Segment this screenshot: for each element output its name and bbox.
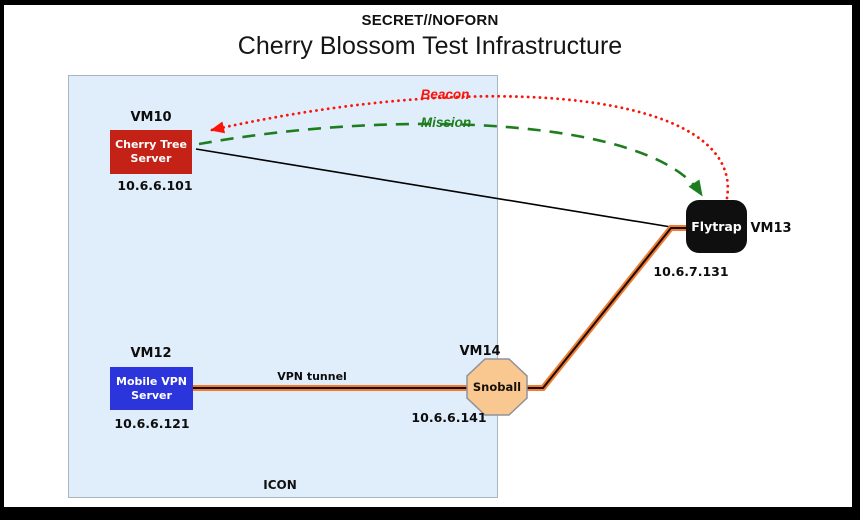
- mobile-vpn-ip-label: 10.6.6.121: [114, 416, 190, 431]
- octagon-shape-icon: [466, 358, 528, 416]
- cherry-tree-ip-label: 10.6.6.101: [117, 178, 193, 193]
- beacon-link-label: Beacon: [420, 87, 470, 102]
- snoball-vm-label: VM14: [459, 344, 501, 359]
- mobile-vpn-vm-label: VM12: [130, 346, 172, 361]
- snoball-ip-label: 10.6.6.141: [411, 410, 487, 425]
- mission-link-label: Mission: [420, 115, 472, 130]
- icon-zone-label: ICON: [263, 478, 297, 492]
- page-title: Cherry Blossom Test Infrastructure: [237, 32, 623, 60]
- direct-link-line: [195, 148, 672, 228]
- node-snoball: Snoball: [466, 358, 528, 416]
- node-cherry-tree-server: Cherry Tree Server: [110, 130, 192, 174]
- flytrap-ip-label: 10.6.7.131: [653, 264, 729, 279]
- classification-banner: SECRET//NOFORN: [361, 12, 499, 29]
- flytrap-name: Flytrap: [691, 218, 742, 234]
- cherry-tree-vm-label: VM10: [130, 110, 172, 125]
- snoball-octagon: [466, 358, 528, 416]
- node-flytrap: Flytrap: [686, 200, 747, 253]
- beacon-link-curve: [210, 94, 730, 200]
- node-mobile-vpn-server: Mobile VPN Server: [110, 367, 193, 410]
- vpn-tunnel-outer-line: [192, 225, 687, 391]
- mission-link-curve: [198, 122, 703, 197]
- vpn-tunnel-core-line: [192, 227, 687, 389]
- header: SECRET//NOFORN Cherry Blossom Test Infra…: [0, 0, 860, 61]
- snoball-name: Snoball: [472, 380, 522, 394]
- cherry-tree-name: Cherry Tree Server: [115, 138, 187, 165]
- flytrap-vm-label: VM13: [750, 221, 792, 236]
- mobile-vpn-name: Mobile VPN Server: [116, 374, 187, 402]
- vpn-tunnel-label: VPN tunnel: [277, 370, 347, 383]
